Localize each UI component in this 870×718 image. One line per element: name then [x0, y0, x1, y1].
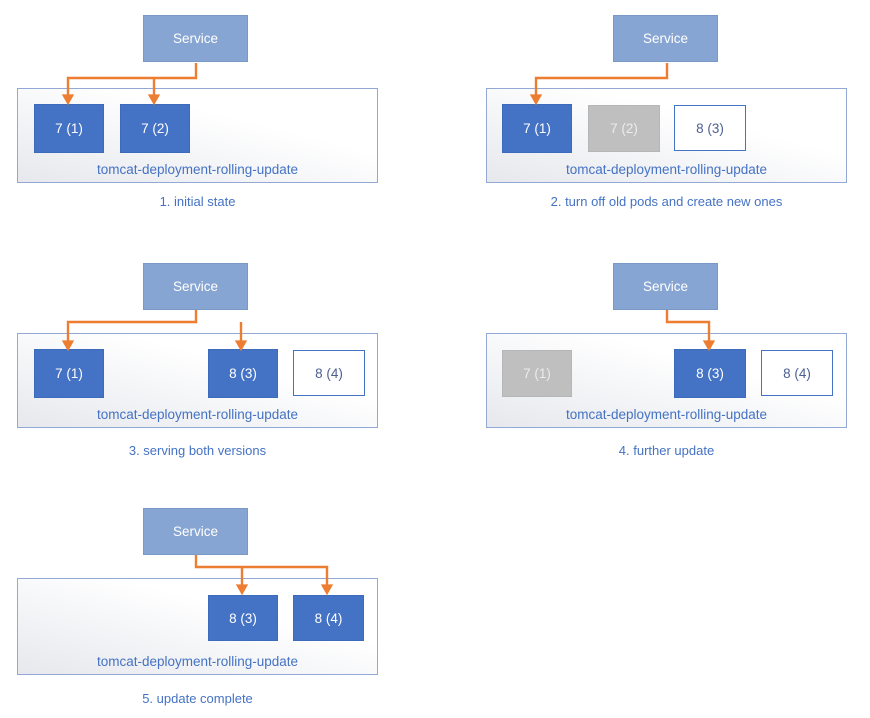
pod: 8 (3) — [208, 349, 278, 398]
panel-caption: 2. turn off old pods and create new ones — [550, 194, 783, 209]
deployment-box: 7 (1) 8 (3) 8 (4) tomcat-deployment-roll… — [17, 333, 378, 428]
deployment-label: tomcat-deployment-rolling-update — [565, 407, 768, 422]
panel-caption: 1. initial state — [159, 194, 236, 209]
pod: 8 (4) — [293, 595, 364, 641]
deployment-box: 7 (1) 8 (3) 8 (4) tomcat-deployment-roll… — [486, 333, 847, 428]
deployment-box: 7 (1) 7 (2) 8 (3) tomcat-deployment-roll… — [486, 88, 847, 183]
service-box: Service — [143, 15, 248, 62]
service-box: Service — [613, 263, 718, 310]
deployment-box: 7 (1) 7 (2) tomcat-deployment-rolling-up… — [17, 88, 378, 183]
deployment-label: tomcat-deployment-rolling-update — [96, 654, 299, 669]
pod: 7 (1) — [502, 350, 572, 397]
panel-update-complete: 8 (3) 8 (4) tomcat-deployment-rolling-up… — [0, 480, 435, 718]
pod: 7 (2) — [120, 104, 190, 153]
pod: 7 (1) — [34, 104, 104, 153]
deployment-box: 8 (3) 8 (4) tomcat-deployment-rolling-up… — [17, 578, 378, 675]
service-label: Service — [172, 279, 218, 294]
pod: 7 (1) — [34, 349, 104, 398]
pod: 7 (2) — [588, 105, 660, 152]
deployment-label: tomcat-deployment-rolling-update — [96, 407, 299, 422]
service-box: Service — [143, 508, 248, 555]
service-box: Service — [143, 263, 248, 310]
service-label: Service — [172, 31, 218, 46]
pod: 8 (3) — [674, 349, 746, 398]
pod: 8 (3) — [208, 595, 278, 641]
deployment-label: tomcat-deployment-rolling-update — [96, 162, 299, 177]
panel-caption: 5. update complete — [142, 691, 253, 706]
service-label: Service — [642, 31, 688, 46]
panel-turn-off-old-pods: 7 (1) 7 (2) 8 (3) tomcat-deployment-roll… — [435, 0, 870, 240]
panel-initial-state: 7 (1) 7 (2) tomcat-deployment-rolling-up… — [0, 0, 435, 240]
pod: 8 (3) — [674, 105, 746, 151]
panel-caption: 3. serving both versions — [128, 443, 267, 458]
pod: 7 (1) — [502, 104, 572, 153]
service-label: Service — [642, 279, 688, 294]
service-label: Service — [172, 524, 218, 539]
panel-caption: 4. further update — [618, 443, 715, 458]
panel-serving-both-versions: 7 (1) 8 (3) 8 (4) tomcat-deployment-roll… — [0, 245, 435, 485]
service-box: Service — [613, 15, 718, 62]
panel-further-update: 7 (1) 8 (3) 8 (4) tomcat-deployment-roll… — [435, 245, 870, 485]
deployment-label: tomcat-deployment-rolling-update — [565, 162, 768, 177]
pod: 8 (4) — [293, 350, 365, 396]
pod: 8 (4) — [761, 350, 833, 396]
